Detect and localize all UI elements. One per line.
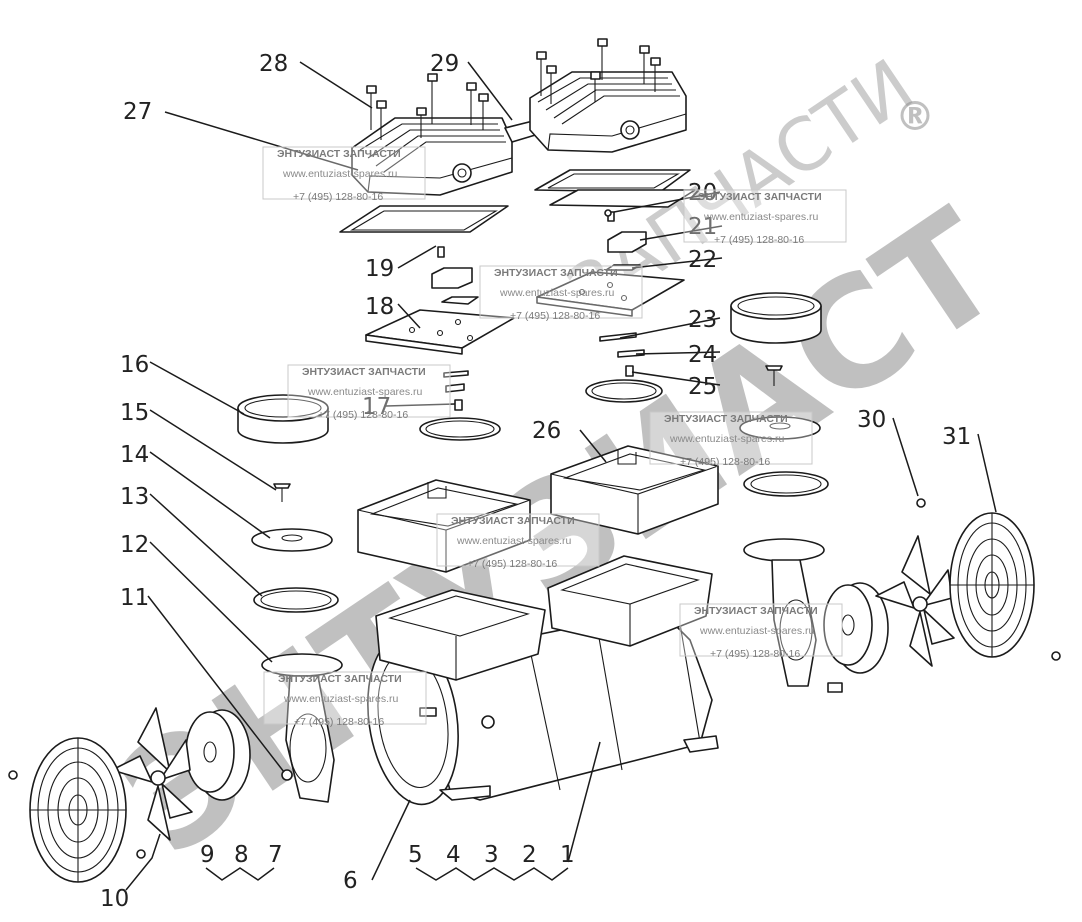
part-number-9: 9 xyxy=(200,842,215,868)
part-number-22: 22 xyxy=(688,247,717,273)
motor-mount-right xyxy=(547,555,713,647)
cylinder-housing-left xyxy=(357,479,531,573)
screw-right xyxy=(765,365,783,386)
o-rings xyxy=(419,379,663,441)
head-bolts-right xyxy=(536,38,661,104)
part-number-8: 8 xyxy=(234,842,249,868)
screw-15 xyxy=(273,483,291,502)
fan-cover-left-10 xyxy=(29,737,127,883)
reed-parts-right xyxy=(599,332,645,377)
cylinder-sleeve-right xyxy=(730,292,822,344)
stamp-title: ЭНТУЗИАСТ ЗАПЧАСТИ xyxy=(694,605,818,617)
part-number-1: 1 xyxy=(560,842,575,868)
motor-mount-left xyxy=(375,589,546,681)
part-number-14: 14 xyxy=(120,442,149,468)
stamp-site: www.entuziast-spares.ru xyxy=(283,693,399,705)
stamp-title: ЭНТУЗИАСТ ЗАПЧАСТИ xyxy=(277,148,401,160)
valve-parts-left xyxy=(431,246,479,305)
stamp-title: ЭНТУЗИАСТ ЗАПЧАСТИ xyxy=(494,267,618,279)
stamp-phone: +7 (495) 128-80-16 xyxy=(714,234,804,246)
fan-cover-right-31 xyxy=(949,512,1035,658)
contact-stamp: ЭНТУЗИАСТ ЗАПЧАСТИ www.entuziast-spares.… xyxy=(649,411,813,468)
part-number-21: 21 xyxy=(688,214,717,240)
stamp-title: ЭНТУЗИАСТ ЗАПЧАСТИ xyxy=(698,191,822,203)
stamp-site: www.entuziast-spares.ru xyxy=(699,625,815,637)
part-number-31: 31 xyxy=(942,424,971,450)
head-bolts-left xyxy=(366,73,489,140)
stamp-site: www.entuziast-spares.ru xyxy=(456,535,572,547)
contact-stamp: ЭНТУЗИАСТ ЗАПЧАСТИ www.entuziast-spares.… xyxy=(679,603,843,660)
part-number-11: 11 xyxy=(120,585,149,611)
connecting-rod-right xyxy=(743,538,843,693)
piston-ring-right xyxy=(743,471,829,497)
watermark-registered-mark: ® xyxy=(895,94,935,140)
part-number-24: 24 xyxy=(688,342,717,368)
fan-hub-right xyxy=(823,582,889,674)
piston-cup-right xyxy=(739,416,821,440)
gasket-right xyxy=(534,169,696,208)
small-screws xyxy=(8,209,1061,859)
stamp-site: www.entuziast-spares.ru xyxy=(499,287,615,299)
part-number-13: 13 xyxy=(120,484,149,510)
part-number-15: 15 xyxy=(120,400,149,426)
contact-stamp: ЭНТУЗИАСТ ЗАПЧАСТИ www.entuziast-spares.… xyxy=(287,364,451,421)
valve-plate-right-22 xyxy=(536,271,685,317)
part-number-29: 29 xyxy=(430,51,459,77)
connecting-rod-left-12 xyxy=(261,653,343,803)
cylinder-head-right xyxy=(529,71,687,153)
part-number-7: 7 xyxy=(268,842,283,868)
stamp-title: ЭНТУЗИАСТ ЗАПЧАСТИ xyxy=(278,673,402,685)
part-number-6: 6 xyxy=(343,868,358,894)
stamp-title: ЭНТУЗИАСТ ЗАПЧАСТИ xyxy=(664,413,788,425)
part-number-20: 20 xyxy=(688,180,717,206)
cylinder-sleeve-left-16 xyxy=(237,394,329,444)
part-number-25: 25 xyxy=(688,374,717,400)
part-number-17: 17 xyxy=(362,394,391,420)
piston-ring-13 xyxy=(253,587,339,613)
fan-blade-right xyxy=(875,535,955,667)
stamp-phone: +7 (495) 128-80-16 xyxy=(294,716,384,728)
part-number-labels: 28 29 27 20 21 22 19 18 23 24 16 25 17 1… xyxy=(100,51,971,912)
part-number-5: 5 xyxy=(408,842,423,868)
part-number-2: 2 xyxy=(522,842,537,868)
fan-hub-left xyxy=(185,709,251,801)
gasket-left-19 xyxy=(339,205,509,233)
part-number-19: 19 xyxy=(365,256,394,282)
part-number-10: 10 xyxy=(100,886,129,912)
part-number-3: 3 xyxy=(484,842,499,868)
stamp-site: www.entuziast-spares.ru xyxy=(307,386,423,398)
leader-lines xyxy=(125,61,997,891)
contact-stamp: ЭНТУЗИАСТ ЗАПЧАСТИ www.entuziast-spares.… xyxy=(262,146,426,203)
part-number-16: 16 xyxy=(120,352,149,378)
part-number-4: 4 xyxy=(446,842,461,868)
part-number-26: 26 xyxy=(532,418,561,444)
contact-stamp: ЭНТУЗИАСТ ЗАПЧАСТИ www.entuziast-spares.… xyxy=(263,671,427,728)
stamp-title: ЭНТУЗИАСТ ЗАПЧАСТИ xyxy=(302,366,426,378)
part-number-30: 30 xyxy=(857,407,886,433)
stamp-phone: +7 (495) 128-80-16 xyxy=(467,558,557,570)
part-number-18: 18 xyxy=(365,294,394,320)
stamp-phone: +7 (495) 128-80-16 xyxy=(680,456,770,468)
contact-stamp: ЭНТУЗИАСТ ЗАПЧАСТИ www.entuziast-spares.… xyxy=(479,265,643,322)
stamp-title: ЭНТУЗИАСТ ЗАПЧАСТИ xyxy=(451,515,575,527)
stamp-site: www.entuziast-spares.ru xyxy=(703,211,819,223)
stamp-phone: +7 (495) 128-80-16 xyxy=(710,648,800,660)
stamp-site: www.entuziast-spares.ru xyxy=(282,168,398,180)
stamp-phone: +7 (495) 128-80-16 xyxy=(318,409,408,421)
fan-blade-left xyxy=(111,707,193,841)
contact-stamp: ЭНТУЗИАСТ ЗАПЧАСТИ www.entuziast-spares.… xyxy=(683,189,847,246)
stamp-phone: +7 (495) 128-80-16 xyxy=(510,310,600,322)
stamp-site: www.entuziast-spares.ru xyxy=(669,433,785,445)
cylinder-head-left xyxy=(351,117,513,196)
contact-stamp: ЭНТУЗИАСТ ЗАПЧАСТИ www.entuziast-spares.… xyxy=(436,513,600,570)
piston-cup-14 xyxy=(251,528,333,552)
part-number-12: 12 xyxy=(120,532,149,558)
stamp-phone: +7 (495) 128-80-16 xyxy=(293,191,383,203)
part-number-28: 28 xyxy=(259,51,288,77)
part-number-27: 27 xyxy=(123,99,152,125)
part-number-23: 23 xyxy=(688,307,717,333)
cylinder-housing-right-26 xyxy=(550,445,719,535)
